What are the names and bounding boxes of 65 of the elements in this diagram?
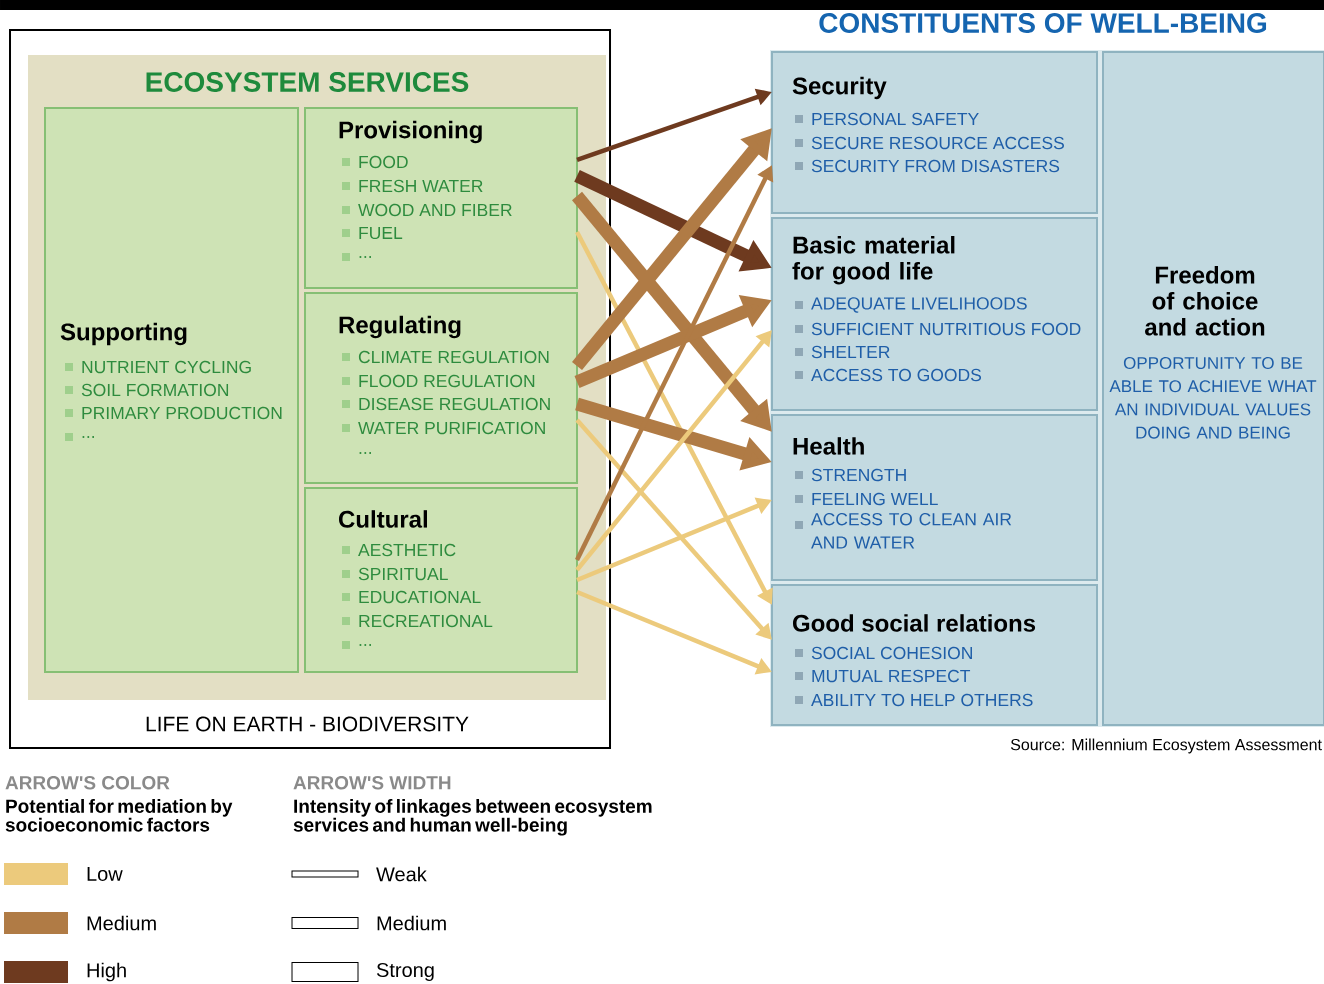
source-note: Source: Millennium Ecosystem Assessment bbox=[1010, 738, 1322, 754]
list-item: FUEL bbox=[342, 226, 403, 240]
service-box bbox=[304, 292, 578, 484]
list-item: FOOD bbox=[342, 155, 408, 169]
list-item: PERSONAL SAFETY bbox=[795, 112, 979, 126]
list-item: SUFFICIENT NUTRITIOUS FOOD bbox=[795, 322, 1081, 336]
list-item: ACCESS TO GOODS bbox=[795, 368, 981, 382]
legend-subheading: Potential for mediation by socioeconomic factors bbox=[5, 799, 233, 832]
list-item: SOCIAL COHESION bbox=[795, 646, 972, 660]
service-box bbox=[304, 107, 578, 289]
panel-title: CONSTITUENTS OF WELL-BEING bbox=[819, 13, 1267, 33]
legend-label: Medium bbox=[377, 915, 446, 931]
legend-heading: ARROW'S WIDTH bbox=[293, 776, 451, 790]
list-item: RECREATIONAL bbox=[342, 614, 493, 628]
list-item: ... bbox=[342, 253, 371, 261]
list-item: SOIL FORMATION bbox=[65, 383, 229, 397]
box-heading: Freedom of choice and action bbox=[1145, 266, 1265, 336]
list-item: NUTRIENT CYCLING bbox=[65, 360, 251, 374]
legend-label: High bbox=[87, 962, 126, 982]
list-item: ACCESS TO CLEAN AIR AND WATER bbox=[795, 513, 1012, 549]
service-box bbox=[44, 107, 299, 673]
list-item: SECURE RESOURCE ACCESS bbox=[795, 136, 1064, 150]
panel-title: ECOSYSTEM SERVICES bbox=[146, 72, 469, 92]
list-item: ABILITY TO HELP OTHERS bbox=[795, 693, 1033, 707]
list-item: PRIMARY PRODUCTION bbox=[65, 406, 282, 420]
category-box bbox=[771, 584, 1098, 726]
box-heading: Security bbox=[792, 76, 887, 100]
category-box bbox=[771, 414, 1098, 581]
list-item: ADEQUATE LIVELIHOODS bbox=[795, 297, 1027, 313]
list-item: WATER PURIFICATION bbox=[342, 421, 545, 435]
list-item: ... bbox=[342, 641, 371, 649]
category-box bbox=[1102, 51, 1324, 726]
panel-title: LIFE ON EARTH - BIODIVERSITY bbox=[146, 716, 469, 732]
body-text: ... bbox=[359, 452, 371, 454]
list-item: EDUCATIONAL bbox=[342, 590, 481, 604]
box-heading: Good social relations bbox=[793, 614, 1036, 632]
list-item: SECURITY FROM DISASTERS bbox=[795, 159, 1060, 173]
list-item: SHELTER bbox=[795, 345, 890, 359]
category-box bbox=[771, 217, 1098, 411]
box-heading: Health bbox=[793, 437, 864, 455]
list-item: ... bbox=[65, 433, 94, 441]
legend-label: Low bbox=[87, 867, 123, 881]
list-item: DISEASE REGULATION bbox=[342, 397, 550, 411]
legend-label: Medium bbox=[87, 915, 156, 931]
box-heading: Regulating bbox=[339, 315, 461, 339]
list-item: WOOD AND FIBER bbox=[342, 203, 512, 217]
box-heading: Provisioning bbox=[339, 120, 482, 144]
list-item: FRESH WATER bbox=[342, 179, 483, 193]
legend-heading: ARROW'S COLOR bbox=[5, 776, 170, 790]
box-heading: Supporting bbox=[60, 322, 187, 346]
legend-label: Strong bbox=[376, 962, 434, 982]
list-item: MUTUAL RESPECT bbox=[795, 669, 971, 683]
box-heading: Cultural bbox=[339, 510, 427, 528]
list-item: FEELING WELL bbox=[795, 492, 938, 506]
list-item: AESTHETIC bbox=[342, 543, 456, 557]
body-text: OPPORTUNITY TO BE ABLE TO ACHIEVE WHAT AN INDIVIDUAL VALUES DOING AND BEING bbox=[1109, 357, 1317, 439]
service-box bbox=[304, 487, 578, 673]
list-item: FLOOD REGULATION bbox=[342, 374, 535, 388]
list-item: SPIRITUAL bbox=[342, 567, 448, 581]
list-item: CLIMATE REGULATION bbox=[342, 350, 549, 364]
legend-subheading: Intensity of linkages between ecosystem services and human well-being bbox=[293, 799, 652, 836]
category-box bbox=[771, 51, 1098, 214]
legend-label: Weak bbox=[376, 866, 427, 882]
list-item: STRENGTH bbox=[795, 468, 906, 482]
box-heading: Basic material for good life bbox=[792, 236, 955, 285]
